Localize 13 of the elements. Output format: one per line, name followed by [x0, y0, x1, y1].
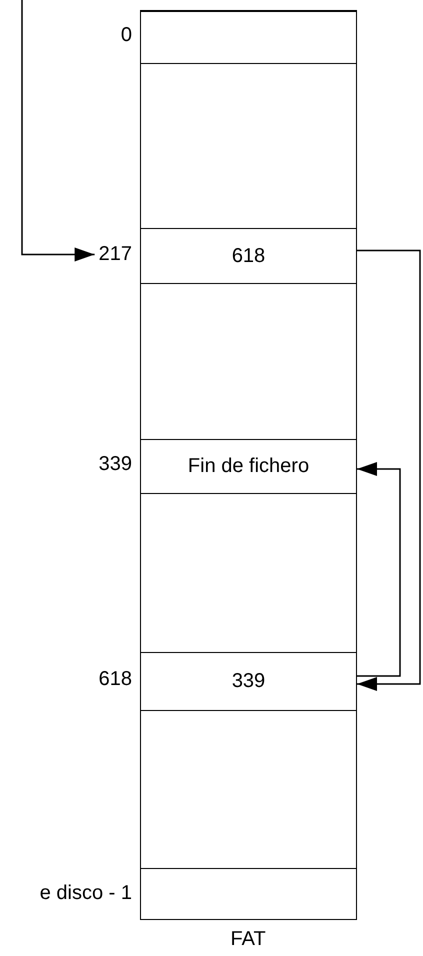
table-row: Fin de fichero: [141, 439, 356, 493]
arrow: [357, 250, 421, 691]
table-frame: [140, 10, 357, 920]
row-number: 0: [120, 24, 132, 47]
row-number: e disco - 1: [40, 882, 132, 904]
row-number: 339: [98, 453, 132, 476]
row-number: 618: [98, 668, 132, 691]
arrow: [357, 462, 401, 677]
arrow: [21, 0, 95, 262]
table-row: 339: [141, 652, 356, 710]
row-number: 217: [98, 242, 132, 266]
table-row: 618: [141, 228, 356, 283]
table-caption: FAT: [230, 928, 266, 951]
